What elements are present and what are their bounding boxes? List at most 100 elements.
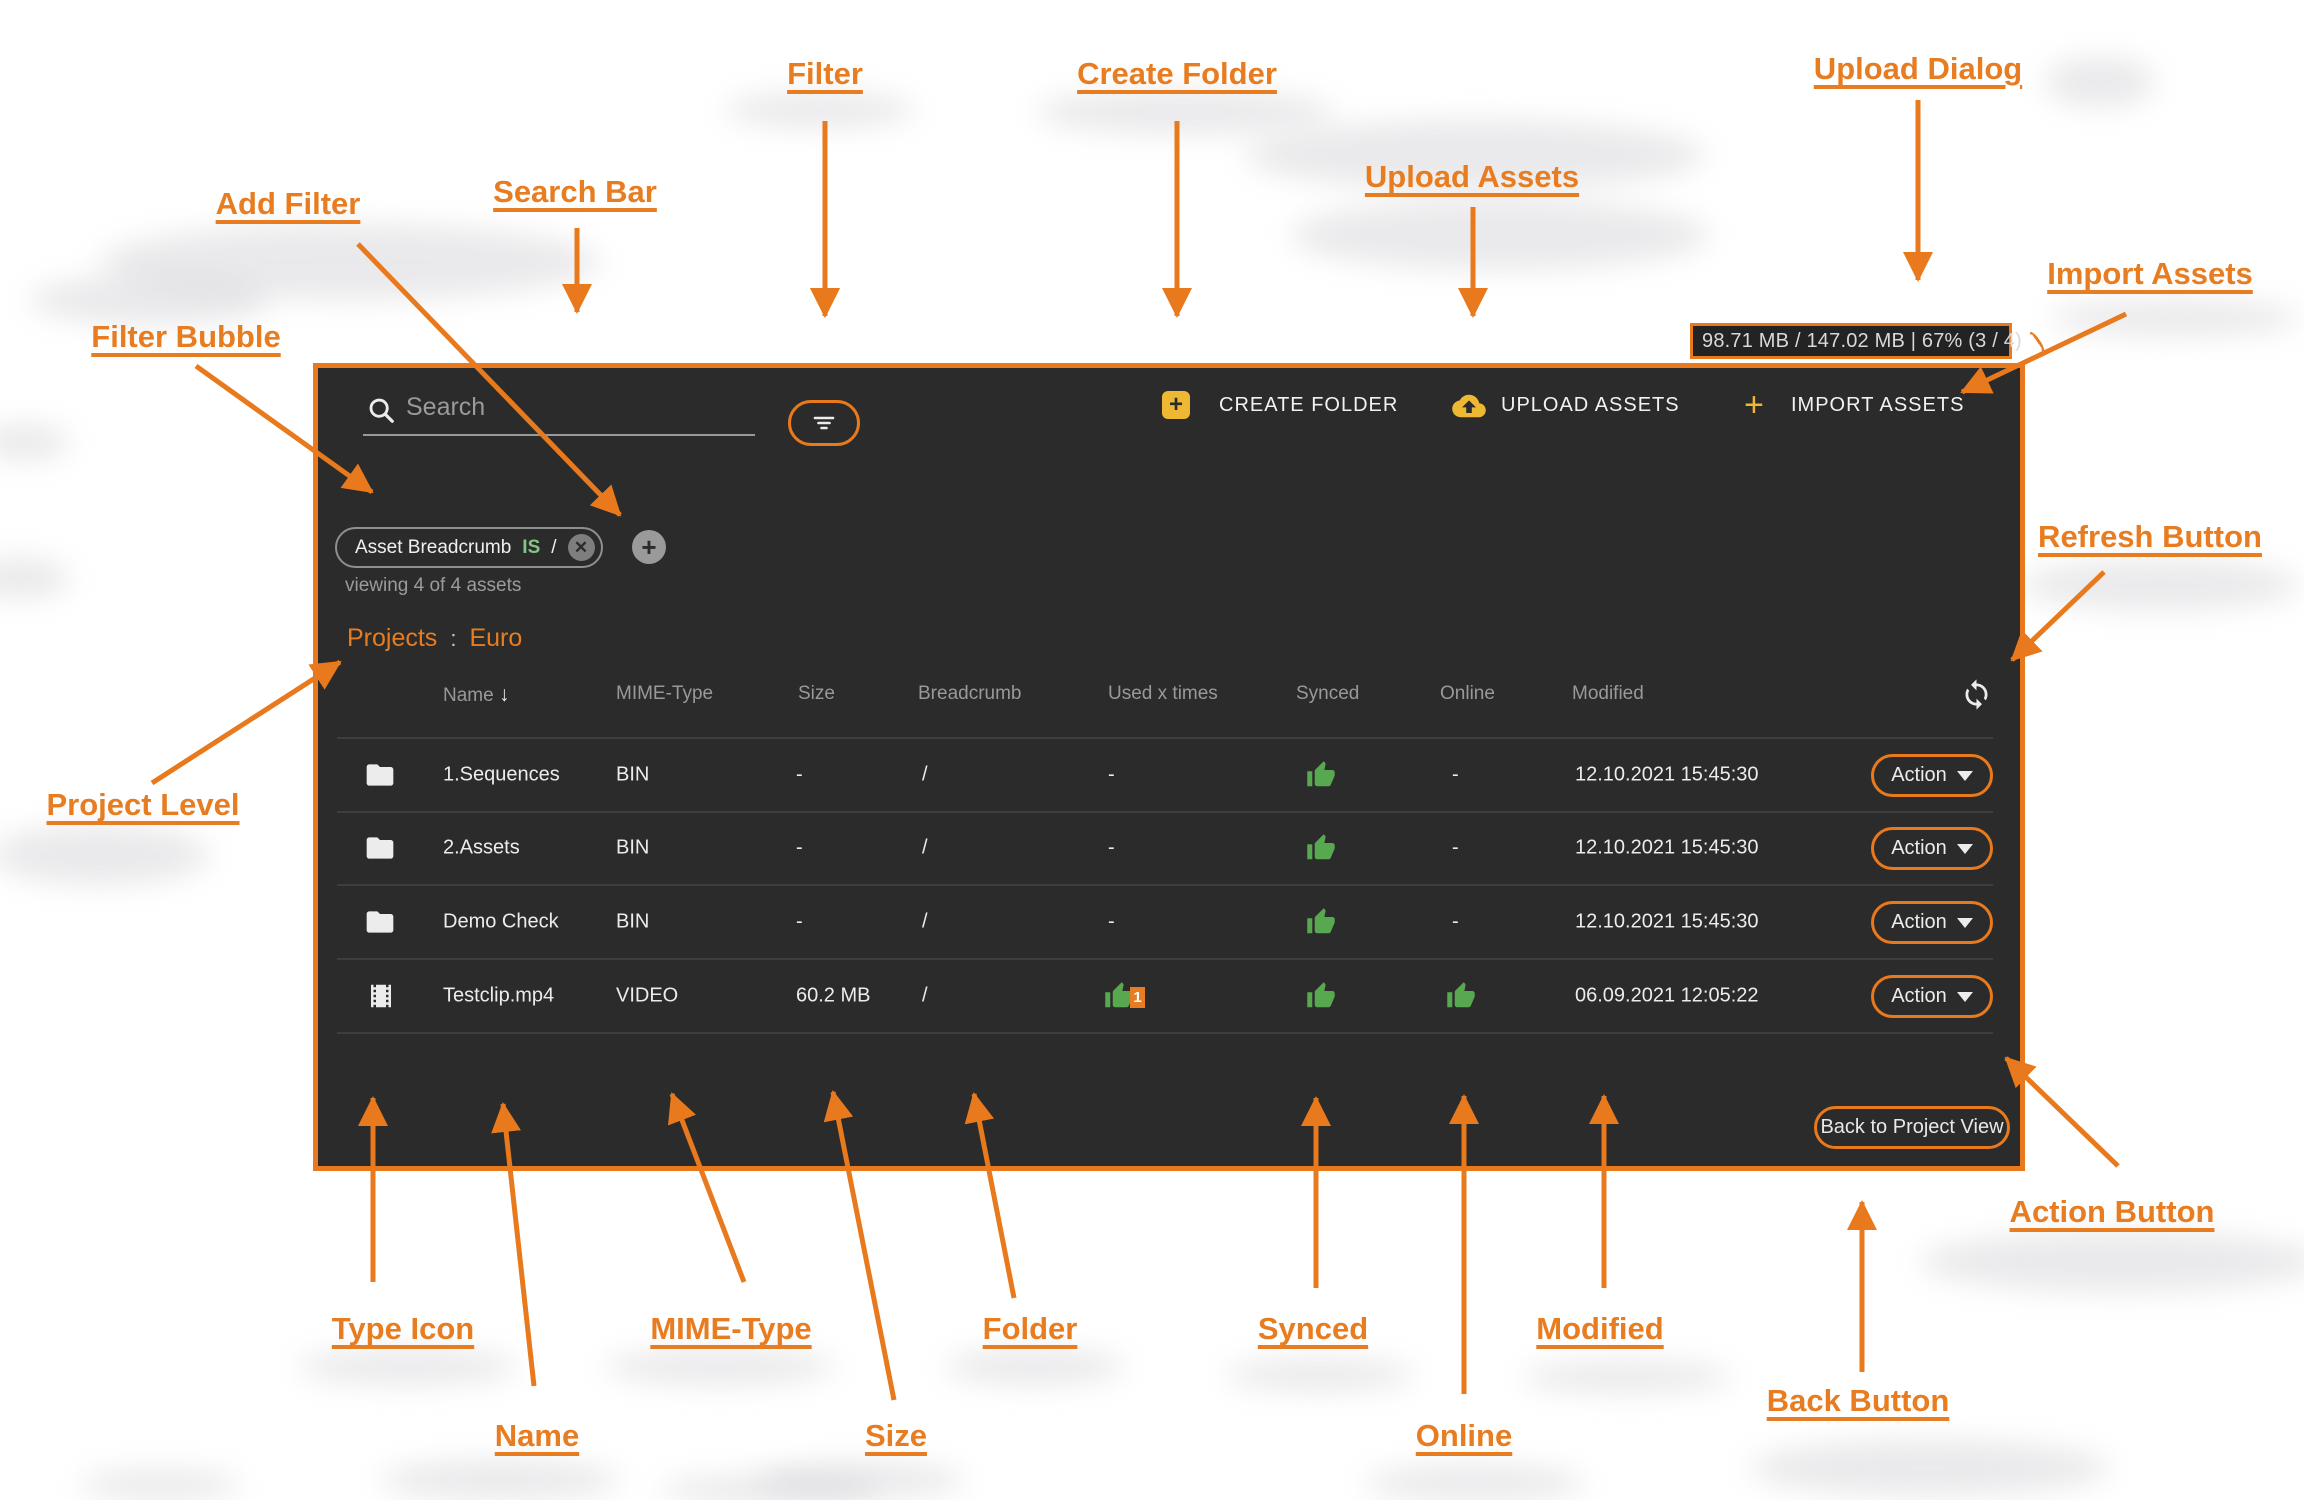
back-to-project-view-button[interactable]: Back to Project View	[1814, 1106, 2010, 1149]
film-icon	[371, 984, 391, 1008]
cell-name: 2.Assets	[443, 836, 520, 859]
chevron-down-icon	[1956, 843, 1973, 854]
row-divider	[337, 884, 1993, 886]
asset-manager-panel	[313, 363, 2025, 1171]
search-underline	[363, 434, 755, 436]
loading-spinner-icon	[2027, 329, 2046, 353]
cell-modified: 06.09.2021 12:05:22	[1575, 984, 1759, 1007]
folder-icon	[366, 764, 394, 786]
remove-filter-icon[interactable]: ✕	[567, 534, 595, 561]
cell-breadcrumb: /	[922, 984, 928, 1007]
sort-descending-icon: ↓	[498, 683, 510, 706]
annotation-create-folder: Create Folder	[1077, 56, 1277, 91]
row-divider	[337, 737, 1993, 739]
cell-used: -	[1108, 910, 1115, 933]
chevron-down-icon	[1956, 917, 1973, 928]
create-folder-button[interactable]: CREATE FOLDER	[1219, 394, 1399, 416]
annotation-size: Size	[864, 1418, 928, 1453]
action-button[interactable]: Action	[1871, 827, 1993, 870]
cell-online: -	[1452, 763, 1459, 786]
search-icon	[369, 398, 394, 423]
annotation-action-button: Action Button	[2009, 1194, 2215, 1229]
row-divider	[337, 1032, 1993, 1034]
filter-chip-operator: IS	[522, 536, 541, 558]
cell-online: -	[1452, 910, 1459, 933]
cell-name: 1.Sequences	[443, 763, 560, 786]
viewing-count-text: viewing 4 of 4 assets	[345, 575, 522, 596]
cell-name: Demo Check	[443, 910, 559, 933]
annotation-upload-dialog: Upload Dialog	[1813, 51, 2023, 86]
add-box-icon[interactable]: +	[1162, 391, 1190, 419]
column-header-online: Online	[1440, 683, 1495, 704]
column-header-size: Size	[798, 683, 835, 704]
breadcrumb-separator: :	[450, 625, 457, 651]
filter-chip-field: Asset Breadcrumb	[355, 536, 512, 558]
annotation-import-assets: Import Assets	[2047, 256, 2253, 291]
cell-used: -	[1108, 763, 1115, 786]
add-filter-button[interactable]: +	[632, 530, 666, 564]
cell-name: Testclip.mp4	[443, 984, 555, 1007]
annotation-folder: Folder	[982, 1311, 1078, 1346]
breadcrumb-current-link[interactable]: Euro	[469, 624, 523, 652]
cell-online: -	[1452, 836, 1459, 859]
cell-mime: BIN	[616, 836, 650, 859]
cell-breadcrumb: /	[922, 836, 928, 859]
thumbs-up-icon	[1307, 834, 1335, 860]
cell-mime: BIN	[616, 910, 650, 933]
plus-icon[interactable]: +	[1744, 386, 1764, 424]
breadcrumb-projects-link[interactable]: Projects	[347, 624, 438, 652]
breadcrumb: Projects : Euro	[347, 624, 522, 653]
column-header-modified: Modified	[1572, 683, 1644, 704]
annotation-search-bar: Search Bar	[493, 174, 657, 209]
annotation-refresh-button: Refresh Button	[2038, 519, 2262, 554]
row-divider	[337, 811, 1993, 813]
import-assets-button[interactable]: IMPORT ASSETS	[1791, 394, 1965, 416]
column-header-breadcrumb: Breadcrumb	[918, 683, 1022, 704]
annotation-add-filter: Add Filter	[215, 186, 361, 221]
cell-size: -	[796, 763, 803, 786]
chevron-down-icon	[1956, 991, 1973, 1002]
folder-icon	[366, 911, 394, 933]
chevron-down-icon	[1956, 770, 1973, 781]
annotation-project-level: Project Level	[46, 787, 240, 822]
column-header-used-x-times: Used x times	[1108, 683, 1218, 704]
cell-modified: 12.10.2021 15:45:30	[1575, 836, 1759, 859]
table-row[interactable]: Testclip.mp4 VIDEO 60.2 MB / 1 06.09.202…	[0, 0, 2304, 1018]
annotation-filter: Filter	[787, 56, 863, 91]
annotation-name: Name	[494, 1418, 580, 1453]
cell-size: 60.2 MB	[796, 984, 871, 1007]
thumbs-up-icon	[1447, 982, 1475, 1008]
action-button[interactable]: Action	[1871, 901, 1993, 944]
column-header-mime-type: MIME-Type	[616, 683, 714, 704]
storage-usage-text: 98.71 MB / 147.02 MB | 67% (3 / 4)	[1702, 329, 2022, 352]
thumbs-up-icon	[1307, 761, 1335, 787]
cell-mime: BIN	[616, 763, 650, 786]
annotation-online: Online	[1415, 1418, 1513, 1453]
used-x-times-indicator: 1	[1104, 981, 1145, 1011]
cell-modified: 12.10.2021 15:45:30	[1575, 910, 1759, 933]
cell-mime: VIDEO	[616, 984, 679, 1007]
cell-used: -	[1108, 836, 1115, 859]
thumbs-up-icon	[1307, 908, 1335, 934]
annotation-back-button: Back Button	[1766, 1383, 1950, 1418]
action-button[interactable]: Action	[1871, 975, 1993, 1018]
filter-bubble-chip[interactable]: Asset Breadcrumb IS / ✕	[335, 527, 603, 568]
used-count-badge: 1	[1130, 987, 1145, 1008]
annotation-mime-type: MIME-Type	[650, 1311, 812, 1346]
storage-usage-badge: 98.71 MB / 147.02 MB | 67% (3 / 4)	[1690, 323, 2046, 359]
upload-assets-button[interactable]: UPLOAD ASSETS	[1501, 394, 1680, 416]
cell-size: -	[796, 910, 803, 933]
filter-button[interactable]	[788, 400, 860, 446]
annotation-modified: Modified	[1536, 1311, 1664, 1346]
action-button[interactable]: Action	[1871, 754, 1993, 797]
arrow-project-level	[150, 659, 342, 786]
cell-breadcrumb: /	[922, 763, 928, 786]
cloud-upload-icon[interactable]	[1452, 392, 1486, 420]
cell-size: -	[796, 836, 803, 859]
refresh-button[interactable]	[1960, 678, 1993, 711]
column-header-synced: Synced	[1296, 683, 1360, 704]
cell-breadcrumb: /	[922, 910, 928, 933]
search-input[interactable]	[404, 384, 748, 430]
column-header-name[interactable]: Name ↓	[443, 683, 510, 706]
